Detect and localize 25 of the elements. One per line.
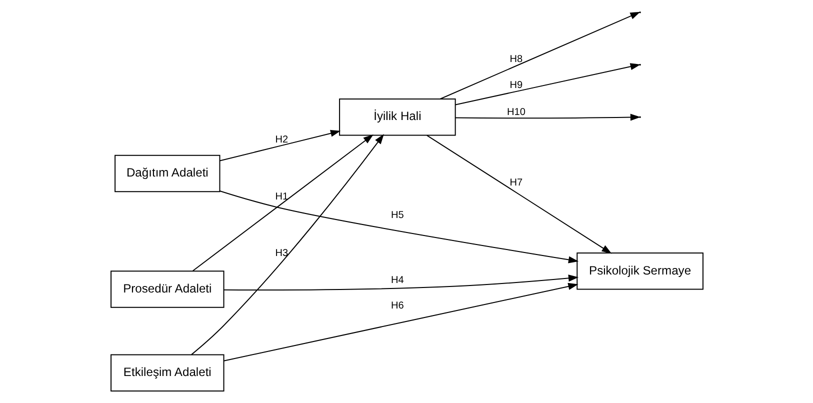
arrow <box>454 63 640 106</box>
edge-label: H8 <box>509 54 522 65</box>
arrow <box>440 12 640 100</box>
edge-label: H9 <box>509 80 522 91</box>
edge-label: H2 <box>274 134 288 146</box>
arrow <box>219 190 578 264</box>
node-box: Psikolojik Sermaye <box>576 252 703 290</box>
edge-label: H6 <box>390 300 404 312</box>
arrow <box>192 134 373 272</box>
edge-label: H3 <box>274 248 288 260</box>
arrow <box>223 274 578 290</box>
edge-label: H4 <box>390 275 404 286</box>
node-box: Dağıtım Adaleti <box>114 154 220 192</box>
edge-label: H1 <box>274 192 288 203</box>
arrow <box>223 282 578 362</box>
arrow <box>454 114 640 121</box>
arrow <box>219 130 340 162</box>
edge-label: H7 <box>509 178 522 189</box>
node-box: Prosedür Adaleti <box>110 270 224 308</box>
arrow <box>190 134 384 355</box>
edge-label: H5 <box>390 210 404 221</box>
node-box: Etkileşim Adaleti <box>110 354 224 392</box>
edge-label: H10 <box>506 107 525 118</box>
arrow <box>426 134 612 254</box>
node-box: İyilik Hali <box>338 98 456 136</box>
